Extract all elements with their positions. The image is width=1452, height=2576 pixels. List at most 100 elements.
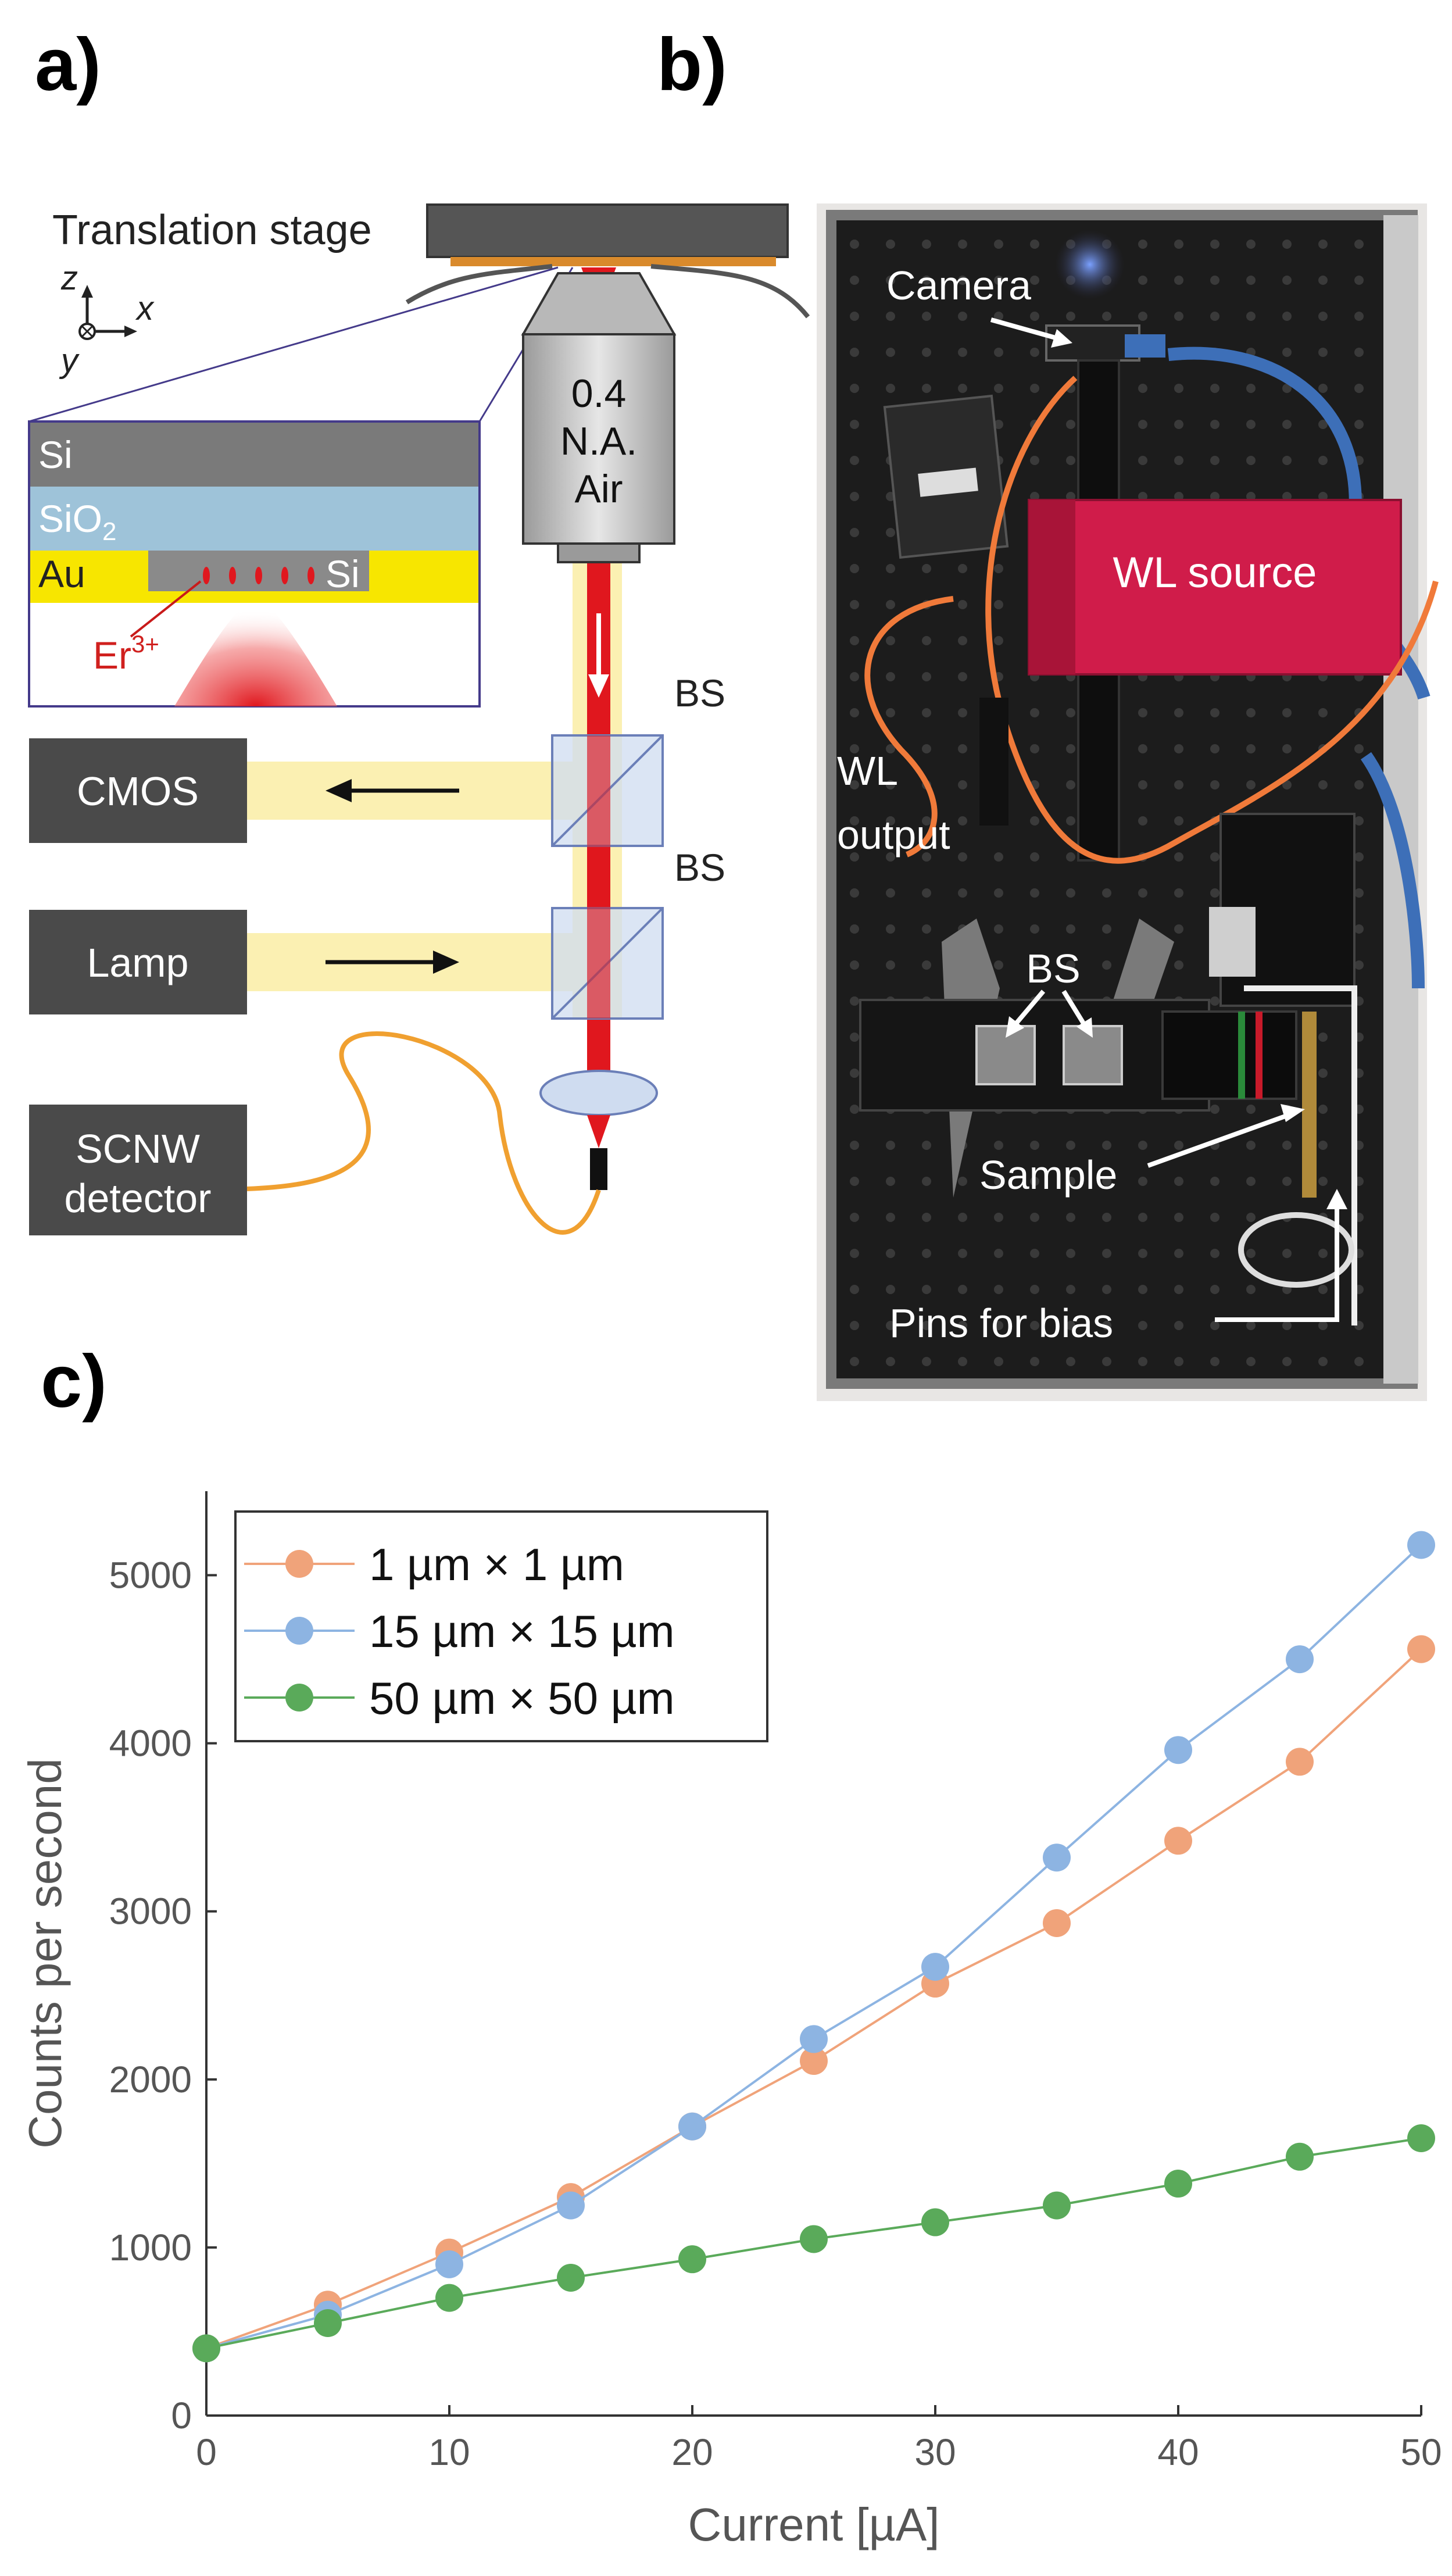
breadboard-hole (1174, 312, 1183, 321)
breadboard-hole (886, 1141, 895, 1150)
breadboard-hole (1210, 1177, 1219, 1186)
breadboard-hole (958, 1249, 967, 1258)
breadboard-hole (1102, 924, 1111, 934)
data-point (1286, 1748, 1314, 1776)
breadboard-hole (886, 744, 895, 753)
breadboard-hole (994, 924, 1003, 934)
legend-marker (285, 1550, 313, 1578)
breadboard-hole (1210, 420, 1219, 429)
breadboard-hole (1318, 1321, 1328, 1330)
fiber-coupler (590, 1148, 607, 1190)
breadboard-hole (1066, 744, 1075, 753)
panel-a-schematic: Translation stage z x y (28, 203, 810, 1235)
breadboard-hole (886, 528, 895, 537)
breadboard-hole (1174, 384, 1183, 393)
breadboard-hole (922, 348, 931, 357)
breadboard-hole (994, 276, 1003, 285)
breadboard-hole (922, 1285, 931, 1294)
cmos-box (29, 738, 247, 843)
breadboard-hole (886, 348, 895, 357)
breadboard-hole (850, 420, 859, 429)
breadboard-hole (922, 564, 931, 573)
breadboard-hole (1138, 708, 1147, 717)
pins-label: Pins for bias (889, 1300, 1113, 1346)
breadboard-hole (1282, 456, 1292, 465)
panel-label-a: a) (35, 23, 101, 106)
breadboard-hole (1102, 1141, 1111, 1150)
data-point (435, 2250, 463, 2278)
beam-arrow-head (588, 674, 609, 698)
breadboard-hole (1102, 1321, 1111, 1330)
breadboard-hole (886, 312, 895, 321)
breadboard-hole (994, 348, 1003, 357)
objective-lens: 0.4 N.A. Air (521, 272, 677, 563)
breadboard-hole (1138, 1321, 1147, 1330)
breadboard-hole (1174, 780, 1183, 789)
bs-cube-2 (1063, 1025, 1123, 1085)
breadboard-hole (1138, 1213, 1147, 1222)
breadboard-hole (850, 1357, 859, 1366)
breadboard-hole (1030, 1285, 1039, 1294)
breadboard-hole (958, 240, 967, 249)
wl-source-label: WL source (1113, 548, 1317, 596)
x-tick-label: 20 (671, 2431, 713, 2473)
sample-chip-edge (450, 257, 776, 266)
cmos-label: CMOS (77, 769, 199, 814)
breadboard-hole (886, 708, 895, 717)
breadboard-hole (1318, 1249, 1328, 1258)
breadboard-hole (1318, 708, 1328, 717)
breadboard-hole (1030, 852, 1039, 862)
sample-arrow (1147, 1111, 1294, 1168)
breadboard-hole (886, 636, 895, 645)
wl-source-box (1028, 499, 1402, 676)
breadboard-hole (1174, 1213, 1183, 1222)
breadboard-hole (850, 348, 859, 357)
breadboard-hole (1066, 420, 1075, 429)
axis-z-label: z (60, 259, 78, 297)
breadboard-hole (1354, 1357, 1364, 1366)
breadboard-hole (994, 636, 1003, 645)
breadboard-hole (886, 960, 895, 970)
breadboard-hole (1174, 888, 1183, 898)
breadboard-hole (1210, 1285, 1219, 1294)
breadboard-hole (958, 888, 967, 898)
breadboard-hole (1138, 1141, 1147, 1150)
breadboard-hole (1174, 1141, 1183, 1150)
breadboard-hole (886, 1357, 895, 1366)
breadboard-hole (850, 1321, 859, 1330)
breadboard-hole (922, 1357, 931, 1366)
breadboard-hole (958, 1357, 967, 1366)
breadboard-hole (1282, 1249, 1292, 1258)
breadboard-hole (1138, 888, 1147, 898)
breadboard-hole (1246, 1177, 1256, 1186)
breadboard-hole (1354, 276, 1364, 285)
sample-arrow-head (1281, 1104, 1305, 1122)
x-tick-label: 40 (1157, 2431, 1199, 2473)
breadboard-hole (886, 564, 895, 573)
breadboard-hole (1246, 420, 1256, 429)
lamp-box (29, 910, 247, 1014)
breadboard-hole (994, 240, 1003, 249)
breadboard-hole (850, 1249, 859, 1258)
breadboard-hole (1354, 816, 1364, 826)
objective-na-label: N.A. (560, 419, 637, 463)
breadboard-hole (958, 780, 967, 789)
breadboard-hole (850, 888, 859, 898)
breadboard-hole (958, 276, 967, 285)
breadboard-hole (1174, 456, 1183, 465)
breadboard-hole (1138, 240, 1147, 249)
breadboard-hole (1246, 456, 1256, 465)
breadboard-hole (850, 600, 859, 609)
breadboard-hole (1318, 1357, 1328, 1366)
camera-arrow-head (1051, 329, 1072, 348)
breadboard-hole (994, 1357, 1003, 1366)
bs-cube-1 (975, 1025, 1036, 1085)
emission-cone (174, 599, 337, 706)
breadboard-hole (1030, 312, 1039, 321)
breadboard-hole (1066, 1213, 1075, 1222)
breadboard-hole (1030, 456, 1039, 465)
stage-knob (1209, 907, 1256, 977)
data-point (314, 2309, 342, 2337)
breadboard-hole (886, 240, 895, 249)
breadboard-hole (958, 312, 967, 321)
